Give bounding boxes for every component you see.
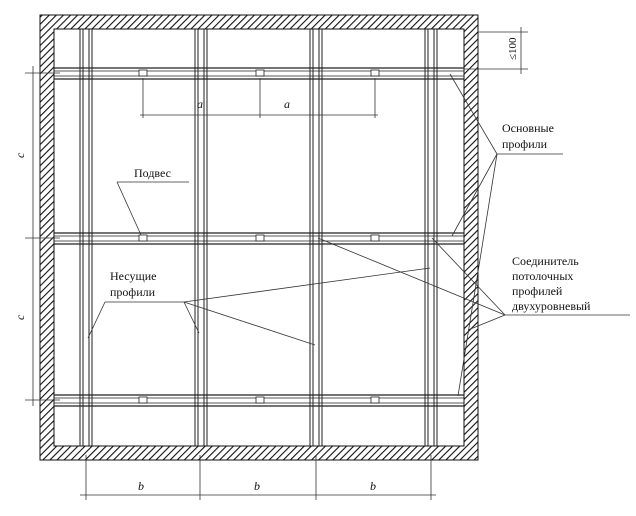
dimension-max-offset-label: ≤100 <box>507 37 519 60</box>
callout-text: двухуровневый <box>512 299 591 313</box>
callout-bearing-profiles: Несущие профили <box>87 267 431 346</box>
dimension-a-label: a <box>284 97 290 111</box>
dimension-c: c c <box>13 66 60 406</box>
dimension-c-label: c <box>13 314 27 320</box>
dimension-b-label: b <box>370 479 376 493</box>
callout-text: Соединитель <box>512 254 579 268</box>
wall-frame <box>39 14 479 461</box>
hanger-icon <box>370 396 380 404</box>
callout-text: Основные <box>502 121 554 135</box>
bearing-profiles <box>79 29 438 446</box>
callout-main-profiles: Основные профили <box>449 73 563 397</box>
callout-hanger: Подвес <box>116 166 189 236</box>
callout-text: Подвес <box>134 166 171 180</box>
callout-connector: Соединитель потолочных профилей двухуров… <box>317 237 630 331</box>
hanger-icon <box>255 396 265 404</box>
dimension-a-label: a <box>197 97 203 111</box>
callout-text: Несущие <box>110 269 156 283</box>
callout-text: профили <box>110 285 156 299</box>
hanger-icon <box>255 69 265 77</box>
dimension-b-label: b <box>138 479 144 493</box>
hanger-icon <box>370 234 380 242</box>
hanger-icon <box>138 234 148 242</box>
dimension-b: b b b <box>80 455 436 500</box>
dimension-a: a a <box>140 78 378 118</box>
callout-text: профилей <box>512 284 563 298</box>
callout-text: потолочных <box>512 269 573 283</box>
main-profiles <box>54 67 464 407</box>
dimension-max-offset: ≤100 <box>464 27 528 74</box>
hanger-icon <box>255 234 265 242</box>
hanger-icon <box>138 69 148 77</box>
callout-text: профили <box>502 137 548 151</box>
hanger-icon <box>138 396 148 404</box>
dimension-c-label: c <box>13 152 27 158</box>
dimension-b-label: b <box>254 479 260 493</box>
hanger-icon <box>370 69 380 77</box>
